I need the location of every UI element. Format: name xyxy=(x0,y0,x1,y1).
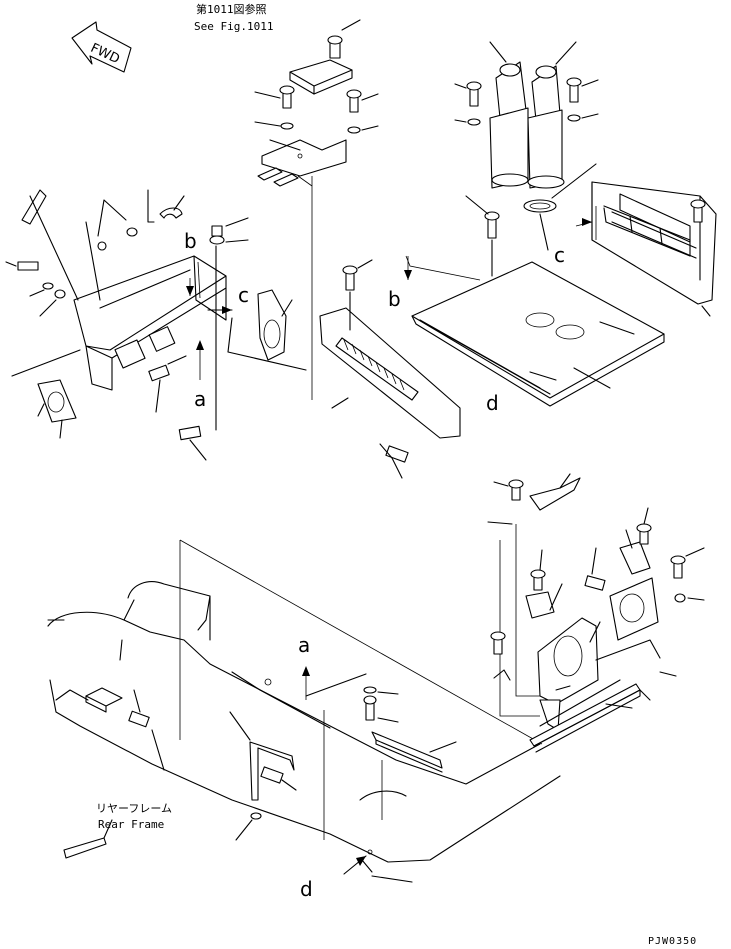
ref-letter-b-left: b xyxy=(184,229,197,253)
ref-letter-c-right: c xyxy=(554,243,565,267)
top-bracket-assembly xyxy=(254,19,379,187)
side-grille-panel xyxy=(319,259,461,479)
ref-letter-d-bottom: d xyxy=(300,877,313,901)
arrow-a-top xyxy=(196,340,204,350)
arrow-c-right xyxy=(582,218,592,226)
connection-lines xyxy=(179,175,597,840)
fig-ref-jp: 第1011図参照 xyxy=(196,2,267,16)
right-bottom-bracket xyxy=(487,473,705,753)
ref-letter-d-right: d xyxy=(486,391,499,415)
hood-cover xyxy=(411,195,665,407)
fig-ref-en: See Fig.1011 xyxy=(194,20,273,33)
rear-cover-panel xyxy=(591,181,717,317)
fwd-arrow-icon: FWD xyxy=(71,21,132,73)
ref-letter-b-right: b xyxy=(388,287,401,311)
arrow-b-left xyxy=(186,286,194,296)
rear-frame xyxy=(47,581,561,883)
arrow-a-bottom xyxy=(302,666,310,676)
rear-frame-jp: リヤーフレーム xyxy=(96,802,172,815)
left-frame-bracket xyxy=(5,189,307,461)
ref-letter-c-left: c xyxy=(238,283,249,307)
ref-letter-a-bottom: a xyxy=(298,633,310,657)
ref-letter-a-top: a xyxy=(194,387,206,411)
exhaust-pipes xyxy=(454,41,599,251)
rear-frame-en: Rear Frame xyxy=(98,818,164,831)
drawing-code: PJW0350 xyxy=(648,936,697,947)
arrow-b-right xyxy=(404,270,412,280)
